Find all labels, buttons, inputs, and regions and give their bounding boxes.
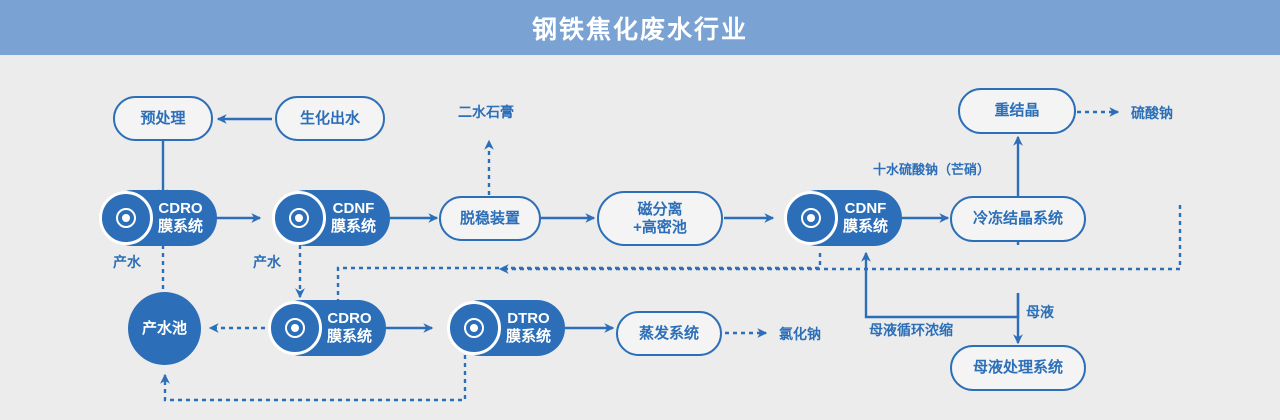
node-destabilizer[interactable]: 脱稳装置 <box>439 196 541 241</box>
node-evaporation-system[interactable]: 蒸发系统 <box>616 311 722 356</box>
node-label: 冷冻结晶系统 <box>972 210 1063 228</box>
edge-label-mother-liquor-recirc: 母液循环浓缩 <box>869 322 953 338</box>
membrane-icon <box>447 301 501 355</box>
membrane-icon <box>99 191 153 245</box>
node-label: 蒸发系统 <box>638 324 699 342</box>
edge-label-mirabilite: 十水硫酸钠（芒硝） <box>873 162 991 177</box>
edge-label-mother-liquor: 母液 <box>1026 304 1054 320</box>
node-label: 磁分离+高密池 <box>633 200 687 236</box>
node-label: 脱稳装置 <box>459 209 520 227</box>
output-label-sodium-sulfate: 硫酸钠 <box>1131 105 1173 121</box>
node-bio-effluent[interactable]: 生化出水 <box>275 96 385 141</box>
membrane-icon <box>272 191 326 245</box>
node-label: 生化出水 <box>299 109 360 127</box>
node-magnetic-separation[interactable]: 磁分离+高密池 <box>597 191 723 246</box>
node-label: 母液处理系统 <box>972 359 1063 377</box>
output-label-sodium-chloride: 氯化钠 <box>779 326 821 342</box>
node-recrystallization[interactable]: 重结晶 <box>958 88 1076 134</box>
membrane-icon <box>784 191 838 245</box>
node-product-water-pool[interactable]: 产水池 <box>128 292 201 365</box>
node-label: 产水池 <box>141 319 187 337</box>
edge-label-product-water-1: 产水 <box>113 254 141 270</box>
node-label: 预处理 <box>140 109 186 127</box>
node-pretreatment[interactable]: 预处理 <box>113 96 213 141</box>
page-title: 钢铁焦化废水行业 <box>531 15 748 44</box>
edge-label-product-water-2: 产水 <box>253 254 281 270</box>
membrane-icon <box>268 301 322 355</box>
node-freeze-crystallization[interactable]: 冷冻结晶系统 <box>950 196 1086 242</box>
node-mother-liquor-system[interactable]: 母液处理系统 <box>950 345 1086 391</box>
page-header: 钢铁焦化废水行业 <box>0 0 1280 55</box>
node-label: 重结晶 <box>994 102 1040 120</box>
output-label-gypsum: 二水石膏 <box>458 104 514 120</box>
